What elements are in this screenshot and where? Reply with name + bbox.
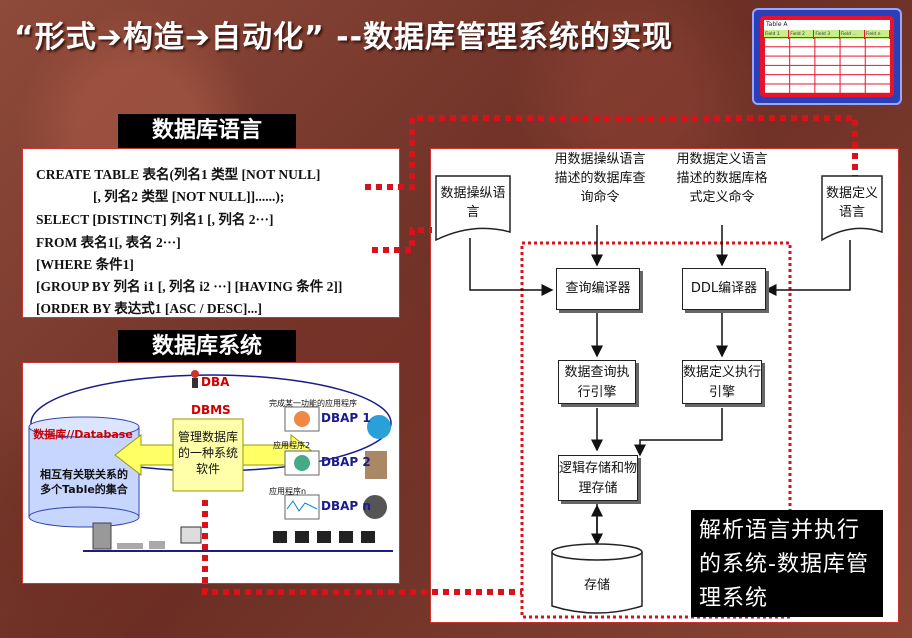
ddl-input-doc: 数据定义语言 [826,184,878,222]
dml-note: 用数据操纵语言描述的数据库查询命令 [550,150,650,207]
dml-input-doc: 数据操纵语言 [440,184,506,222]
ddl-note: 用数据定义语言描述的数据库格式定义命令 [672,150,772,207]
storage-manager-box: 逻辑存储和物理存储 [558,455,638,501]
dbms-overlay-caption: 解析语言并执行的系统-数据库管理系统 [691,510,883,617]
query-compiler-box: 查询编译器 [556,268,640,310]
ddl-compiler-box: DDL编译器 [682,268,766,310]
query-engine-box: 数据查询执行引擎 [558,360,636,404]
storage-cylinder: 存储 [556,576,638,595]
ddl-engine-box: 数据定义执行引擎 [682,360,762,404]
